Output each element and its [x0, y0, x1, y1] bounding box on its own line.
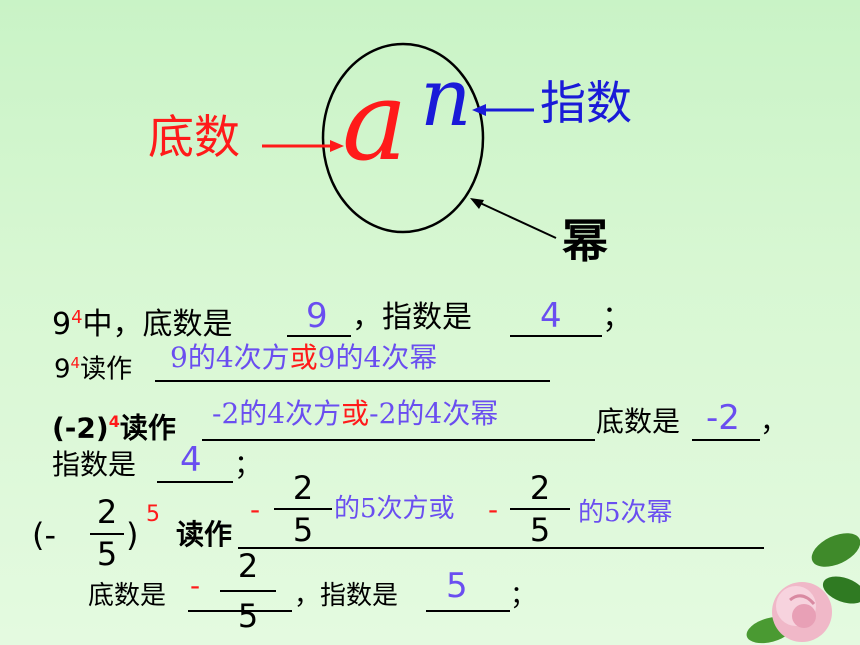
line1-base: 9	[52, 307, 72, 342]
line5-answer-minus1: -	[250, 493, 261, 526]
line6-text3: ；	[510, 581, 537, 611]
line1-exp: 4	[71, 307, 83, 328]
line3-base: (-2)	[52, 411, 109, 445]
line3-answer-b: -2的4次幂	[369, 397, 499, 430]
line3-text3: ，	[760, 405, 789, 438]
line2-blank	[155, 380, 550, 382]
line5-answer-fraction2: 2 5	[510, 470, 570, 550]
line2-text1: 读作	[80, 354, 133, 385]
line2-exp: 4	[70, 354, 81, 372]
line1-text3: ；	[602, 300, 632, 335]
line5-close: )	[126, 516, 139, 554]
exponent-label: 指数	[540, 76, 632, 130]
exponent-letter: n	[420, 51, 472, 144]
line3-answer-base: -2	[706, 398, 740, 438]
line3-exp: 4	[108, 412, 120, 431]
line5-fraction: 2 5	[90, 494, 124, 574]
line3-blank	[202, 439, 595, 441]
line5-exp: 5	[146, 502, 160, 527]
line1-blank2	[510, 335, 602, 337]
line5-answer-den2: 5	[529, 511, 551, 549]
line5-answer-den1: 5	[292, 511, 314, 549]
line4-blank	[157, 481, 233, 483]
line5-answer-end: 的5次幂	[578, 498, 673, 528]
line1: 94中，底数是	[52, 298, 233, 345]
line5-open-text: (-	[32, 516, 57, 554]
line5-num: 2	[96, 493, 118, 531]
line2-answer-b: 9的4次幂	[317, 341, 438, 374]
line1-blank1	[287, 335, 351, 337]
line6-minus: -	[190, 569, 201, 602]
line3-blank2	[692, 439, 760, 441]
line3: (-2)4读作	[52, 403, 176, 447]
line4-text1: 指数是	[52, 448, 137, 481]
line2-answer-a: 9的4次方	[170, 341, 290, 374]
line6-text1: 底数是	[88, 581, 167, 611]
line3-answer-or: 或	[341, 397, 370, 430]
line5-answer-num2: 2	[529, 469, 551, 507]
power-arrow	[477, 201, 557, 239]
line3-text2: 底数是	[596, 405, 681, 438]
power-ellipse	[321, 42, 485, 234]
power-label: 幂	[562, 214, 608, 268]
diagram-graphics	[262, 42, 557, 239]
line2-answer-or: 或	[289, 341, 318, 374]
line6-blank1	[188, 610, 292, 612]
line4-answer: 4	[180, 440, 202, 480]
line2-answer: 9的4次方或9的4次幂	[170, 340, 437, 376]
line5-answer-num1: 2	[292, 469, 314, 507]
line6-den: 5	[237, 597, 259, 635]
line2: 94读作	[54, 345, 132, 388]
line2-base: 9	[54, 354, 71, 385]
line3-text1: 读作	[119, 411, 176, 445]
line1-text1: 中，底数是	[82, 307, 233, 342]
line6-blank2	[426, 610, 510, 612]
line1-answer-base: 9	[306, 296, 328, 336]
line5-answer-minus2: -	[488, 493, 499, 526]
line1-text2: ，指数是	[352, 300, 472, 335]
rose-decoration	[746, 533, 860, 644]
line5-answer-fraction1: 2 5	[274, 470, 332, 550]
line5-den: 5	[96, 535, 118, 573]
line5-blank	[238, 547, 764, 549]
line6-fraction: 2 5	[220, 547, 276, 635]
line5-open: (-	[32, 515, 56, 555]
line6-text2: ，指数是	[294, 581, 399, 611]
line5-text1: 读作	[176, 518, 233, 551]
base-label: 底数	[148, 110, 240, 164]
line3-answer-a: -2的4次方	[212, 397, 342, 430]
line6-num: 2	[237, 547, 259, 585]
line3-answer: -2的4次方或-2的4次幂	[212, 396, 498, 432]
base-letter: a	[342, 57, 408, 185]
line4-text2: ；	[234, 448, 263, 481]
line6-answer: 5	[446, 566, 468, 606]
line1-answer-exp: 4	[540, 296, 562, 336]
line5-answer-mid: 的5次方或	[334, 494, 455, 524]
